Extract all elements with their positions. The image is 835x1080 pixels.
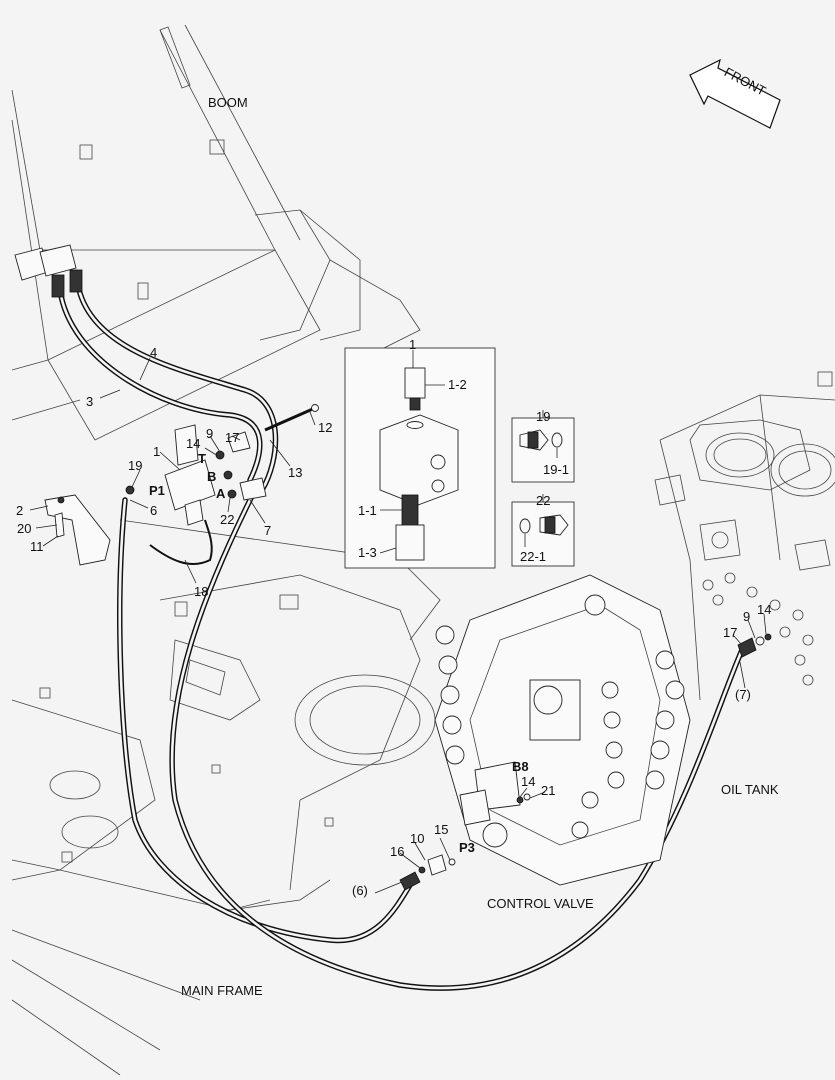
callout-20: 20 <box>17 521 31 536</box>
hose-18 <box>149 519 213 565</box>
port-p3: P3 <box>459 840 475 855</box>
port-p1: P1 <box>149 483 165 498</box>
callout-1-3: 1-3 <box>358 545 377 560</box>
control-valve-spools <box>435 625 685 839</box>
callout-11: 11 <box>30 539 44 554</box>
callout-9-tank: 9 <box>743 609 750 624</box>
callout-14-cv: 14 <box>521 774 535 789</box>
callout-18: 18 <box>194 584 208 599</box>
callout-19-1: 19-1 <box>543 462 569 477</box>
callout-13: 13 <box>288 465 302 480</box>
port-a: A <box>216 486 226 501</box>
callout-14-tank: 14 <box>757 602 771 617</box>
inset-fitting-19 <box>511 417 575 483</box>
main-frame-label: MAIN FRAME <box>181 983 263 998</box>
callout-9-top: 9 <box>206 426 213 441</box>
callout-17-tank: 17 <box>723 625 737 640</box>
boom-structure <box>11 24 421 441</box>
oil-tank-label: OIL TANK <box>721 782 779 797</box>
callout-1-main: 1 <box>153 444 160 459</box>
callout-7: 7 <box>264 523 271 538</box>
control-valve-label: CONTROL VALVE <box>487 896 594 911</box>
callout-2: 2 <box>16 503 23 518</box>
callout-10: 10 <box>410 831 424 846</box>
callout-14-top: 14 <box>186 436 200 451</box>
callout-6: 6 <box>150 503 157 518</box>
callout-17-top: 17 <box>225 430 239 445</box>
callout-15: 15 <box>434 822 448 837</box>
callout-16: 16 <box>390 844 404 859</box>
inset-fitting-22 <box>511 501 575 567</box>
port-t: T <box>198 451 206 466</box>
leader-lines <box>29 350 767 894</box>
callout-1-inset: 1 <box>409 337 416 352</box>
port-b: B <box>207 469 216 484</box>
callout-22-main: 22 <box>220 512 234 527</box>
callout-7-paren: (7) <box>735 687 751 702</box>
hose-3 <box>57 287 263 483</box>
inset-valve-1 <box>344 347 496 569</box>
callout-1-2: 1-2 <box>448 377 467 392</box>
callout-4: 4 <box>150 345 157 360</box>
callout-19-main: 19 <box>128 458 142 473</box>
callout-6-paren: (6) <box>352 883 368 898</box>
boom-label: BOOM <box>208 95 248 110</box>
front-arrow: FRONT <box>689 58 781 129</box>
oil-tank-structure <box>654 371 835 701</box>
control-valve-body <box>434 574 691 886</box>
callout-3: 3 <box>86 394 93 409</box>
hose-6 <box>117 497 413 944</box>
p3-fittings <box>399 854 456 891</box>
callout-19-inset: 19 <box>536 409 550 424</box>
port-b8: B8 <box>512 759 529 774</box>
callout-22-1: 22-1 <box>520 549 546 564</box>
main-frame-structure <box>11 519 441 1076</box>
bracket-2 <box>44 494 111 566</box>
callout-22-inset: 22 <box>536 493 550 508</box>
hose-4 <box>75 282 279 493</box>
callout-12: 12 <box>318 420 332 435</box>
tank-fittings <box>737 633 772 658</box>
hose-7 <box>169 487 745 991</box>
callout-1-1: 1-1 <box>358 503 377 518</box>
callout-21: 21 <box>541 783 555 798</box>
boom-fittings <box>14 244 83 298</box>
